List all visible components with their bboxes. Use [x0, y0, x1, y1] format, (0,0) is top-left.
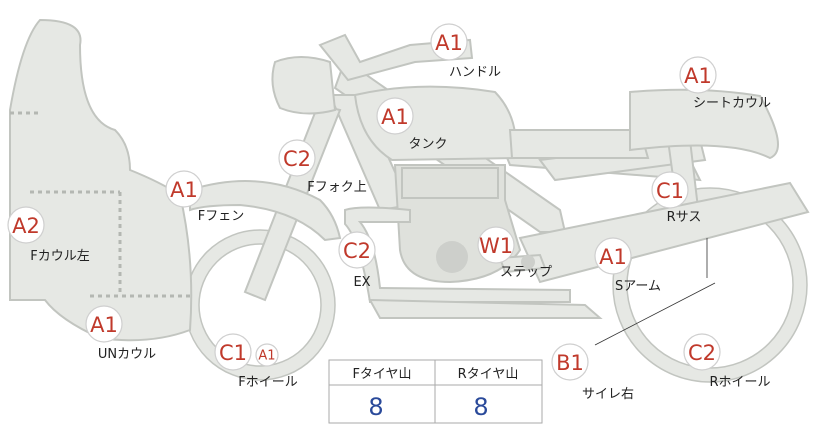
rear-wheel-shape — [613, 188, 807, 382]
grade-circle — [338, 231, 376, 269]
grade-circle — [651, 171, 689, 209]
part-label: Fフォク上 — [307, 180, 366, 195]
rear-tread-value: 8 — [473, 393, 488, 421]
grade-circle — [376, 97, 414, 135]
grade-code: A1 — [684, 64, 712, 88]
grade-circle — [683, 333, 721, 371]
rear-wheel-outer — [612, 187, 808, 383]
grade-circle — [165, 170, 203, 208]
grade-code: C1 — [656, 179, 684, 203]
grade-code: B1 — [556, 351, 584, 375]
grade-circle — [679, 56, 717, 94]
grade-code: W1 — [479, 234, 513, 258]
grade-code: C2 — [343, 239, 371, 263]
part-label: Sアーム — [615, 279, 661, 294]
front-fender — [189, 180, 342, 242]
part-label: Fフェン — [198, 209, 244, 224]
grade-code: A1 — [381, 105, 409, 129]
grade-circle — [278, 139, 316, 177]
part-label: タンク — [408, 137, 447, 152]
grade-code: C2 — [283, 147, 311, 171]
part-marker-seatcowl: A1 シートカウル — [679, 56, 771, 111]
part-label: サイレ右 — [582, 387, 634, 402]
tread-table: Fタイヤ山 Rタイヤ山 8 8 — [328, 359, 543, 424]
part-marker-handle: A1 ハンドル — [430, 23, 501, 80]
grade-circle — [477, 226, 515, 264]
front-tread-label: Fタイヤ山 — [352, 367, 411, 382]
part-label: ステップ — [500, 265, 552, 280]
bike-silhouette — [9, 18, 810, 383]
part-marker-sideright: B1 サイレ右 — [551, 343, 634, 402]
grade-code-secondary: A1 — [258, 349, 275, 364]
exhaust-pipe-lower — [368, 298, 603, 319]
part-label: EX — [353, 275, 370, 290]
part-label: Fカウル左 — [30, 249, 89, 264]
seat — [508, 129, 650, 159]
part-marker-step: W1 ステップ — [477, 226, 552, 280]
step-pivot — [521, 255, 535, 269]
grade-code: A1 — [90, 313, 118, 337]
front-tread-value: 8 — [368, 393, 383, 421]
front-wheel-inner — [198, 243, 322, 367]
grade-code: C2 — [688, 341, 716, 365]
grade-code: A1 — [170, 178, 198, 202]
part-label: Rホイール — [709, 375, 770, 390]
grade-circle — [430, 23, 468, 61]
part-label: シートカウル — [693, 96, 771, 111]
grade-code: A2 — [12, 214, 40, 238]
grade-code: A1 — [435, 31, 463, 55]
grade-code: A1 — [599, 245, 627, 269]
grade-circle — [7, 206, 45, 244]
sideright-leader — [594, 282, 716, 346]
engine-cylinder — [401, 167, 499, 199]
part-label: Rサス — [667, 210, 702, 225]
engine-cover — [436, 241, 468, 273]
grade-circle — [594, 237, 632, 275]
grade-circle — [85, 305, 123, 343]
part-label: ハンドル — [449, 65, 501, 80]
rear-tread-label: Rタイヤ山 — [458, 367, 519, 382]
grade-code: C1 — [219, 341, 247, 365]
part-label: UNカウル — [98, 347, 156, 362]
part-label: Fホイール — [238, 375, 297, 390]
front-cowl — [9, 18, 193, 342]
headlight — [271, 56, 337, 115]
part-marker-tank: A1 タンク — [376, 97, 448, 152]
grade-circle — [214, 333, 252, 371]
grade-circle — [551, 343, 589, 381]
grade-circle-secondary — [255, 343, 279, 367]
